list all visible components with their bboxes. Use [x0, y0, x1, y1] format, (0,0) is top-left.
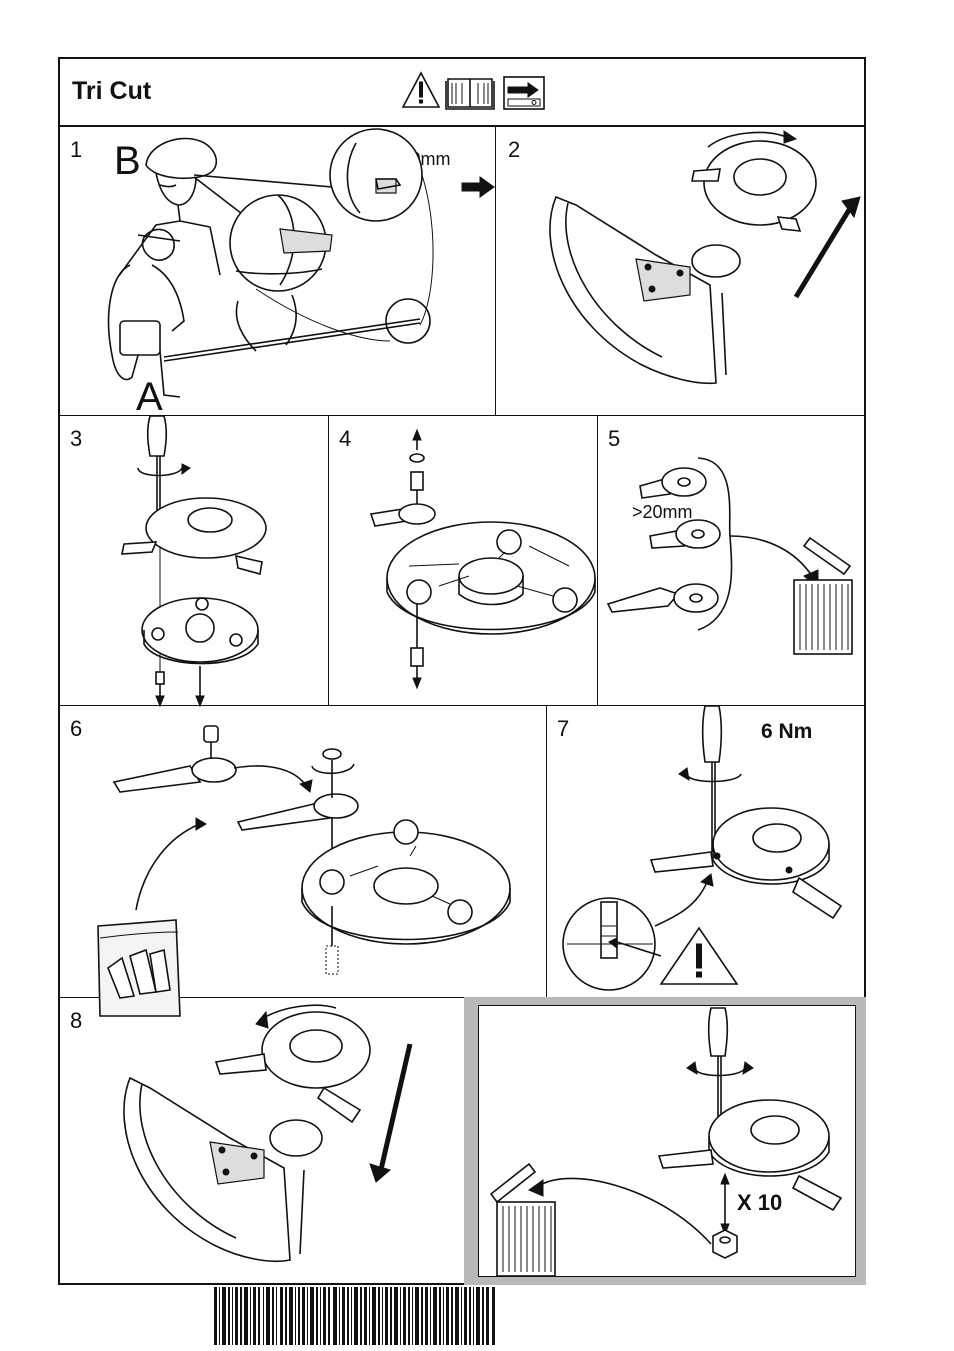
fit-new-blade-illustration	[60, 706, 546, 997]
header-icon-strip	[400, 71, 560, 113]
discard-blades-illustration	[598, 416, 864, 705]
step-1-panel: 1 B A <20mm	[60, 125, 495, 415]
loosen-screw-illustration	[60, 416, 328, 705]
remove-disc-illustration	[496, 125, 864, 415]
product-title: Tri Cut	[72, 77, 151, 106]
open-manual-icon	[446, 79, 494, 109]
step-6-panel: 6	[60, 706, 546, 997]
barcode	[214, 1287, 496, 1345]
tighten-screw-illustration	[547, 706, 864, 997]
step-3-panel: 3	[60, 416, 328, 705]
step-4-panel: 4	[329, 416, 597, 705]
blade-1	[640, 468, 706, 498]
blade-3	[608, 584, 718, 612]
operator-inspection-illustration	[60, 125, 495, 415]
step-9-frame: X 10	[464, 997, 866, 1285]
blade-2	[650, 520, 720, 548]
step-8-panel: 8	[60, 998, 464, 1285]
step-5-panel: 5 >20mm	[598, 416, 864, 705]
warning-triangle-icon	[403, 73, 439, 107]
instruction-sheet: Tri Cut	[58, 57, 866, 1285]
step-2-panel: 2	[496, 125, 864, 415]
header-icons	[400, 71, 560, 113]
step-9-panel: X 10	[478, 1005, 856, 1277]
remove-blade-illustration	[329, 416, 597, 705]
sheet-header: Tri Cut	[60, 59, 864, 127]
step-7-panel: 7 6 Nm	[547, 706, 864, 997]
instruction-sheet-icon	[504, 77, 544, 109]
reinstall-disc-illustration	[60, 998, 464, 1285]
replace-nut-illustration	[479, 1006, 857, 1278]
